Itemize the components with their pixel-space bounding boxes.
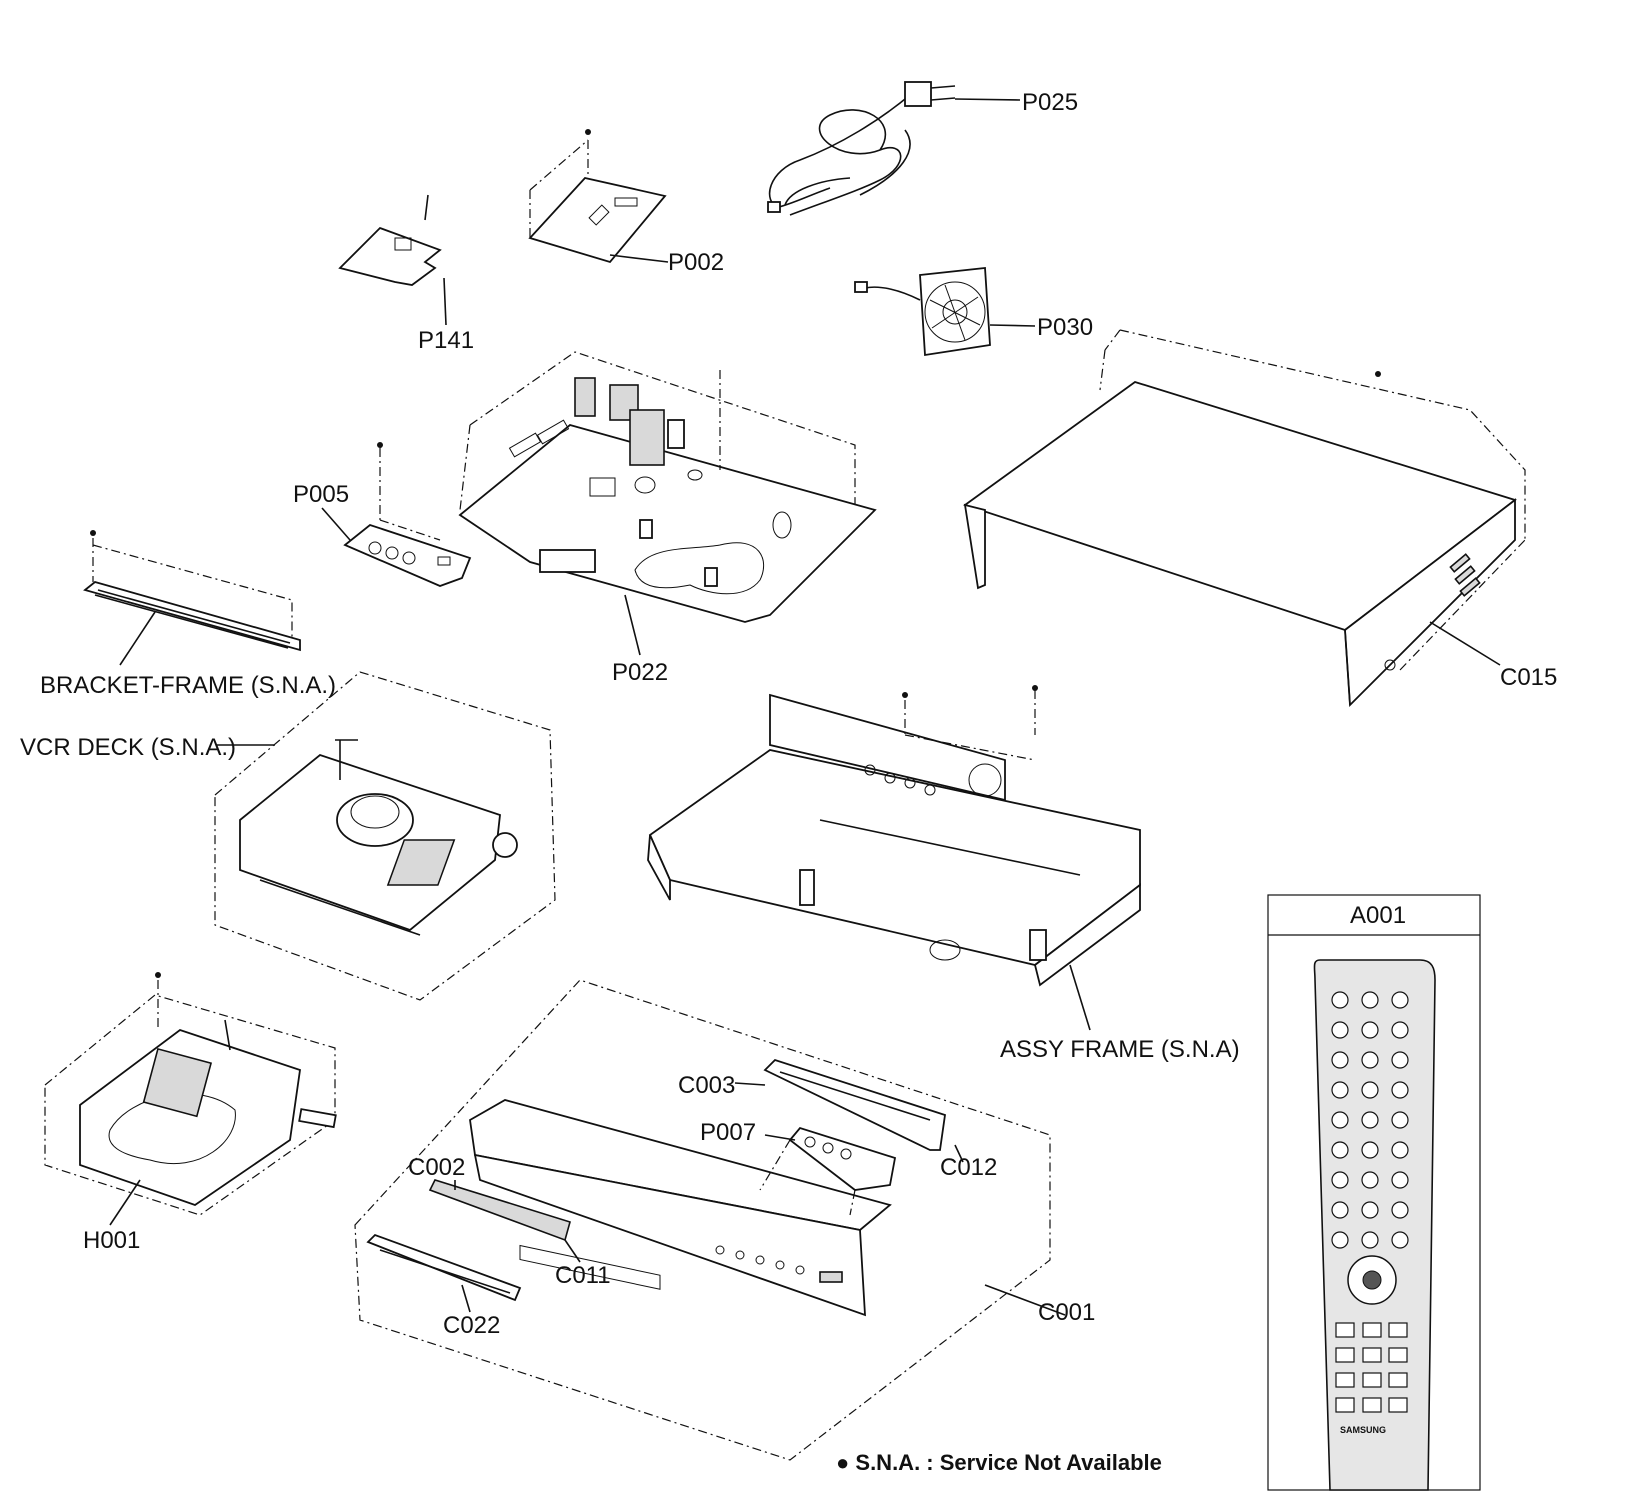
leader-c003: [734, 1082, 766, 1086]
leader-c015: [1429, 621, 1501, 666]
p005-board: [343, 442, 472, 587]
label-vcr-deck: VCR DECK (S.N.A.): [20, 734, 236, 761]
remote-button-shape: [1361, 1081, 1379, 1099]
label-c002: C002: [408, 1154, 465, 1181]
label-p141: P141: [418, 327, 474, 354]
label-c022: C022: [443, 1312, 500, 1339]
remote-button-shape: [1391, 1171, 1409, 1189]
remote-button-shape: [1388, 1372, 1408, 1388]
remote-button-shape: [1391, 1141, 1409, 1159]
label-c012: C012: [940, 1154, 997, 1181]
label-c001: C001: [1038, 1299, 1095, 1326]
remote-button-shape: [1335, 1372, 1355, 1388]
remote-button-shape: [1331, 1081, 1349, 1099]
c003-part: [763, 1058, 946, 1151]
p007-board: [759, 1126, 897, 1216]
remote-button-shape: [1335, 1322, 1355, 1338]
remote-button-shape: [1331, 1051, 1349, 1069]
label-p005: P005: [293, 481, 349, 508]
label-p002: P002: [668, 249, 724, 276]
leader-p022: [624, 594, 641, 656]
power-cord-part: [767, 81, 956, 216]
remote-button-shape: [1361, 1141, 1379, 1159]
leader-c012: [954, 1144, 964, 1163]
remote-button-shape: [1361, 1201, 1379, 1219]
label-c011: C011: [555, 1262, 611, 1289]
bracket-frame-part: [83, 530, 301, 652]
dvd-loader-part: [44, 972, 337, 1216]
p002-board: [528, 129, 667, 264]
leader-h001: [109, 1179, 141, 1226]
top-cover-part: [963, 329, 1526, 708]
remote-button-shape: [1391, 1051, 1409, 1069]
leader-c011: [564, 1239, 581, 1263]
remote-button-shape: [1362, 1397, 1382, 1413]
remote-button-shape: [1331, 1201, 1349, 1219]
remote-button-shape: [1331, 1231, 1349, 1249]
leader-assy: [1069, 964, 1091, 1031]
remote-button-shape: [1362, 1322, 1382, 1338]
label-p007: P007: [700, 1119, 756, 1146]
leader-bracket: [119, 611, 156, 666]
vcr-deck-part: [214, 671, 556, 1001]
remote-button-shape: [1362, 1372, 1382, 1388]
leader-p002: [609, 254, 669, 263]
leader-c001: [984, 1284, 1066, 1316]
remote-button-shape: [1361, 1171, 1379, 1189]
label-bracket-frame: BRACKET-FRAME (S.N.A.): [40, 672, 336, 699]
remote-button-shape: [1391, 1021, 1409, 1039]
remote-button-shape: [1361, 1231, 1379, 1249]
remote-button-shape: [1362, 1347, 1382, 1363]
remote-buttons: [1331, 991, 1409, 1413]
remote-button-shape: [1388, 1322, 1408, 1338]
leader-p141: [443, 277, 447, 326]
remote-button-shape: [1331, 1171, 1349, 1189]
leader-c022: [461, 1284, 471, 1313]
label-p022: P022: [612, 659, 668, 686]
remote-button-shape: [1391, 1081, 1409, 1099]
main-board-part: [458, 351, 877, 623]
fan-part: [854, 267, 991, 357]
label-p030: P030: [1037, 314, 1093, 341]
label-h001: H001: [83, 1227, 140, 1254]
label-p025: P025: [1022, 89, 1078, 116]
remote-button-shape: [1391, 1201, 1409, 1219]
leader-p030: [989, 324, 1036, 327]
p141-board: [338, 194, 442, 286]
leader-p007: [764, 1134, 796, 1141]
remote-button-shape: [1388, 1397, 1408, 1413]
label-c003: C003: [678, 1072, 735, 1099]
leader-p005: [321, 507, 351, 541]
remote-button-shape: [1331, 1021, 1349, 1039]
remote-button-shape: [1331, 991, 1349, 1009]
remote-button-shape: [1361, 1051, 1379, 1069]
remote-button-shape: [1388, 1347, 1408, 1363]
assy-frame-part: [386, 685, 1141, 987]
remote-button-shape: [1361, 1111, 1379, 1129]
c002-part: [428, 1179, 571, 1242]
remote-button-shape: [1391, 1111, 1409, 1129]
front-panel-part: [354, 979, 1051, 1461]
c022-part: [366, 1233, 522, 1302]
remote-button-shape: [1335, 1397, 1355, 1413]
remote-button-shape: [1361, 991, 1379, 1009]
leader-p025: [954, 98, 1021, 101]
remote-button-shape: [1331, 1111, 1349, 1129]
remote-button-shape: [1361, 1021, 1379, 1039]
label-a001: A001: [1350, 902, 1406, 929]
remote-brand-text: SAMSUNG: [1340, 1425, 1386, 1435]
remote-button-shape: [1391, 991, 1409, 1009]
remote-button-shape: [1391, 1231, 1409, 1249]
remote-control-part: [1267, 894, 1481, 1491]
label-c015: C015: [1500, 664, 1557, 691]
remote-button-shape: [1331, 1141, 1349, 1159]
sna-note: ● S.N.A. : Service Not Available: [836, 1450, 1162, 1475]
label-assy-frame: ASSY FRAME (S.N.A): [1000, 1036, 1240, 1063]
remote-button-shape: [1335, 1347, 1355, 1363]
